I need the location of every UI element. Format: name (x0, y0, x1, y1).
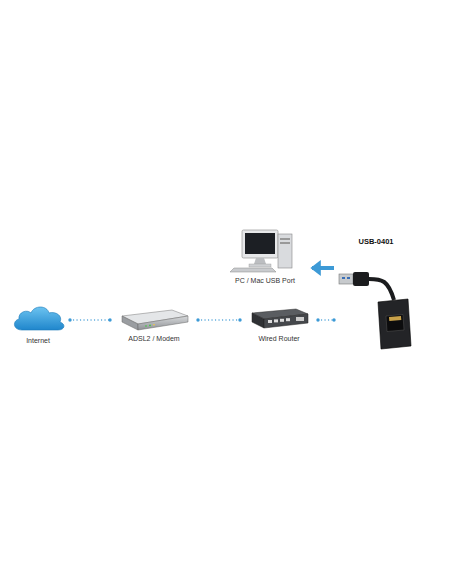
device-label: USB-0401 (336, 238, 416, 246)
device-label: PC / Mac USB Port (226, 277, 304, 285)
modem-icon (112, 304, 196, 332)
dotted-connector (198, 319, 240, 320)
connector-dot (316, 318, 319, 321)
device-node: ADSL2 / Modem (112, 304, 196, 343)
dotted-connector (318, 319, 334, 320)
device-node: PC / Mac USB Port (226, 228, 304, 285)
device-node: Wired Router (242, 305, 316, 343)
connector-dot (196, 318, 199, 321)
device-label: Wired Router (242, 335, 316, 343)
connector-dot (238, 318, 241, 321)
dotted-connector (70, 319, 110, 320)
connector-dot (332, 318, 335, 321)
pc-icon (226, 228, 304, 274)
adapter-icon (336, 250, 416, 350)
arrow-connector (312, 266, 334, 270)
router-icon (242, 305, 316, 332)
device-label: Internet (8, 337, 68, 345)
connector-dot (108, 318, 111, 321)
device-node: USB-0401 (336, 238, 416, 350)
device-node: Internet (8, 302, 68, 345)
connector-dot (68, 318, 71, 321)
cloud-icon (8, 302, 68, 334)
device-label: ADSL2 / Modem (112, 335, 196, 343)
